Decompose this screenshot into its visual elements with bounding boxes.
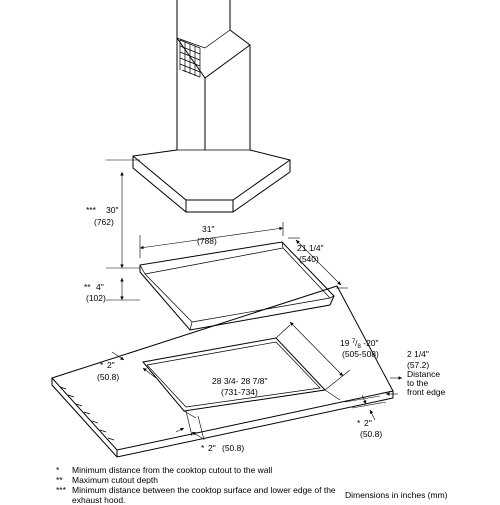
front-edge-label-1: Distance (407, 369, 440, 379)
exhaust-hood (132, 0, 291, 213)
cooktop-width-imperial: 31" (202, 224, 214, 234)
side-right-stars: * (357, 418, 361, 428)
chimney-vent-slots (179, 39, 201, 78)
cutout-depth-max-stars: ** (84, 282, 91, 292)
hood-height-stars: *** (86, 205, 97, 215)
footnote-text: Minimum distance from the cooktop cutout… (72, 465, 273, 475)
cutout-depth-imperial: 19 7/8 -20" (340, 338, 379, 350)
front-edge-metric: (57.2) (407, 360, 429, 370)
hood-height-metric: (762) (94, 217, 114, 227)
cooktop-depth-imperial: 21 1/4" (297, 243, 324, 253)
dimension-labels: *** 30" (762) 31" (788) 21 1/4" (540) **… (84, 205, 446, 453)
cooktop-width-metric: (788) (197, 236, 217, 246)
back-wall-stars: * (100, 360, 104, 370)
units-label: Dimensions in inches (mm) (345, 490, 448, 500)
back-wall-imperial: 2" (107, 360, 115, 370)
side-bottom-metric: (50.8) (222, 443, 244, 453)
front-edge-label-3: front edge (407, 387, 446, 397)
cutout-width-imperial: 28 3/4- 28 7/8" (212, 376, 267, 386)
cutout-depth-max-imperial: 4" (96, 282, 104, 292)
side-bottom-imperial: 2" (208, 443, 216, 453)
footnote-text: Minimum distance between the cooktop sur… (72, 485, 336, 505)
cooktop-depth-metric: (540) (299, 254, 319, 264)
footnotes: * Minimum distance from the cooktop cuto… (56, 465, 356, 505)
footnote: * Minimum distance from the cooktop cuto… (56, 465, 356, 475)
footnote-text: Maximum cutout depth (72, 475, 158, 485)
front-edge-imperial: 2 1/4" (407, 349, 429, 359)
dimension-lines (106, 159, 402, 441)
footnote-mark: *** (56, 485, 66, 495)
footnote: ** Maximum cutout depth (56, 475, 356, 485)
cutout-depth-metric: (505-508) (342, 349, 379, 359)
footnote-mark: * (56, 465, 60, 475)
back-wall-metric: (50.8) (97, 372, 119, 382)
hood-height-imperial: 30" (106, 205, 118, 215)
side-bottom-stars: * (201, 443, 205, 453)
side-right-metric: (50.8) (360, 429, 382, 439)
cutout-width-metric: (731-734) (221, 387, 258, 397)
footnote-mark: ** (56, 475, 63, 485)
side-right-imperial: 2" (364, 418, 372, 428)
front-edge-label-2: to the (407, 378, 429, 388)
cutout-depth-max-metric: (102) (86, 293, 106, 303)
footnote: *** Minimum distance between the cooktop… (56, 485, 356, 505)
countertop-edge-hatch (59, 386, 115, 441)
